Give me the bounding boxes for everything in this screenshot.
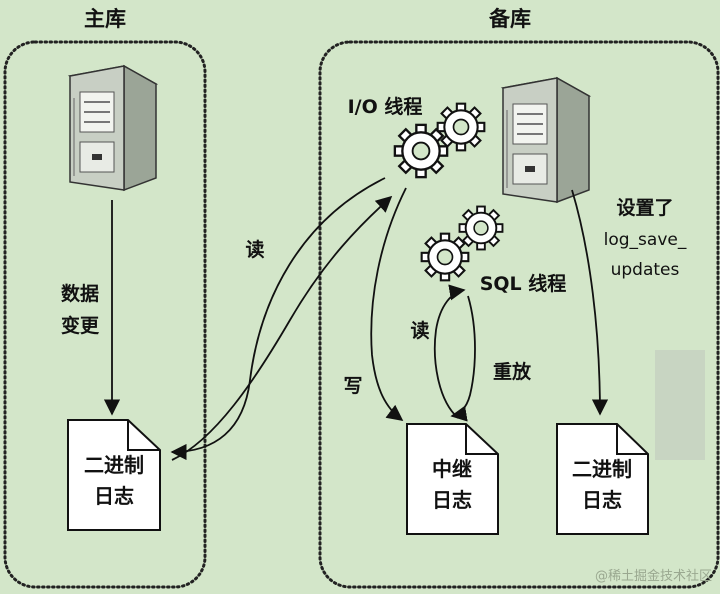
setting-label-line1: 设置了	[616, 197, 673, 219]
sql-thread-gear-icon	[458, 205, 504, 251]
io-to-master-arrow	[171, 195, 393, 461]
sql-thread-label: SQL 线程	[480, 272, 567, 295]
read-label: 读	[245, 238, 264, 261]
setting-label-line3: updates	[611, 260, 680, 280]
replica-binlog-document: 二进制 日志	[556, 423, 649, 535]
io-thread-gear-icon	[436, 102, 486, 152]
watermark-text: @稀土掘金技术社区	[595, 568, 712, 584]
write-relay-arrow	[370, 187, 407, 421]
relay-log-document: 中继 日志	[406, 423, 499, 535]
replica-server-icon	[502, 77, 590, 203]
sql-read-label: 读	[410, 319, 429, 342]
io-thread-label: I/O 线程	[348, 95, 423, 118]
replica-panel	[318, 40, 720, 589]
master-panel	[3, 40, 207, 589]
replay-label: 重放	[493, 360, 532, 383]
data-change-label-line2: 变更	[61, 314, 100, 337]
master-binlog-document: 二进制 日志	[67, 419, 161, 531]
io-thread-gear-icon	[393, 123, 449, 179]
replica-panel-title: 备库	[488, 7, 531, 31]
data-change-label-line1: 数据	[61, 282, 99, 305]
master-panel-title: 主库	[84, 7, 126, 31]
sql-read-relay-arrow	[433, 284, 466, 419]
write-label: 写	[343, 375, 362, 397]
master-binlog-label-line1: 二进制	[84, 453, 144, 477]
replica-server-to-binlog-arrow	[571, 189, 609, 416]
master-server-icon	[69, 65, 157, 191]
setting-label-line2: log_save_	[604, 230, 687, 250]
read-binlog-arrow	[170, 177, 386, 461]
replica-binlog-label-line1: 二进制	[572, 457, 632, 481]
relay-log-label-line2: 日志	[432, 488, 472, 512]
replica-binlog-label-line2: 日志	[582, 488, 622, 512]
sql-thread-gear-icon	[420, 232, 470, 282]
relay-log-label-line1: 中继	[432, 457, 472, 481]
master-binlog-label-line2: 日志	[94, 484, 134, 508]
blurred-region	[655, 350, 705, 460]
sql-replay-arrow	[450, 295, 476, 422]
